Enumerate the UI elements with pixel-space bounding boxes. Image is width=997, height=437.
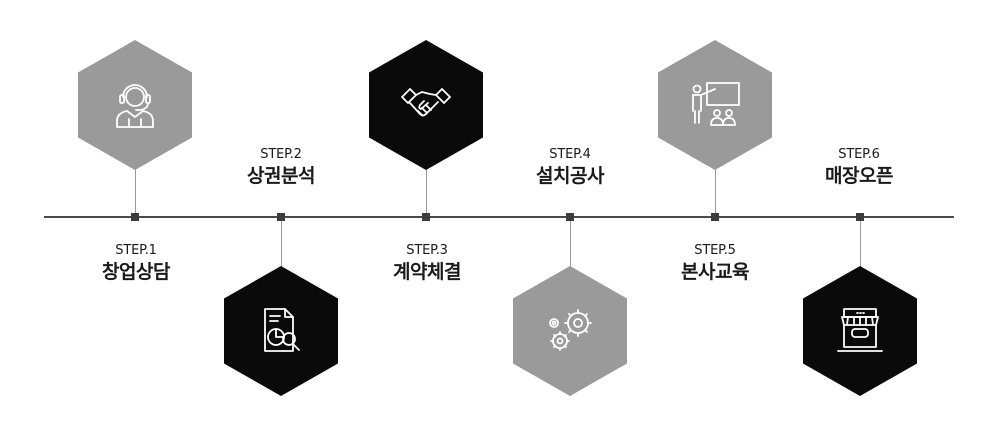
step-6-label: STEP.6 매장오픈 (779, 147, 939, 189)
consultant-headset-icon (116, 84, 154, 128)
step-6-node (856, 213, 864, 221)
timeline-line (44, 216, 954, 218)
step-2-hexagon (224, 266, 338, 396)
step-5-node (711, 213, 719, 221)
step-6-number: STEP.6 (838, 147, 880, 162)
step-6-title: 매장오픈 (825, 165, 893, 187)
step-5-title: 본사교육 (681, 261, 749, 283)
step-2-node (277, 213, 285, 221)
step-3-connector (426, 168, 427, 216)
step-2-title: 상권분석 (247, 165, 315, 187)
document-analysis-icon (264, 308, 300, 352)
step-4-connector (570, 218, 571, 268)
storefront-icon (837, 308, 883, 352)
step-4-node (566, 213, 574, 221)
presentation-training-icon (692, 82, 740, 126)
step-1-label: STEP.1 창업상담 (56, 243, 216, 285)
step-1-number: STEP.1 (115, 243, 157, 258)
step-5-hexagon (658, 40, 772, 170)
step-4-number: STEP.4 (549, 147, 591, 162)
step-2-connector (281, 218, 282, 268)
step-1-node (131, 213, 139, 221)
step-1-hexagon (78, 40, 192, 170)
step-1-connector (135, 168, 136, 216)
step-3-node (422, 213, 430, 221)
step-4-hexagon (513, 266, 627, 396)
step-4-label: STEP.4 설치공사 (490, 147, 650, 189)
step-5-label: STEP.5 본사교육 (635, 243, 795, 285)
step-5-connector (715, 168, 716, 216)
step-6-hexagon (803, 266, 917, 396)
step-3-label: STEP.3 계약체결 (347, 243, 507, 285)
step-5-number: STEP.5 (694, 243, 736, 258)
step-2-number: STEP.2 (260, 147, 302, 162)
step-3-number: STEP.3 (406, 243, 448, 258)
step-2-label: STEP.2 상권분석 (201, 147, 361, 189)
step-6-connector (860, 218, 861, 268)
step-3-title: 계약체결 (393, 261, 461, 283)
handshake-icon (401, 88, 451, 117)
step-4-title: 설치공사 (536, 165, 604, 187)
step-3-hexagon (369, 40, 483, 170)
step-1-title: 창업상담 (102, 261, 170, 283)
gears-icon (549, 309, 592, 351)
